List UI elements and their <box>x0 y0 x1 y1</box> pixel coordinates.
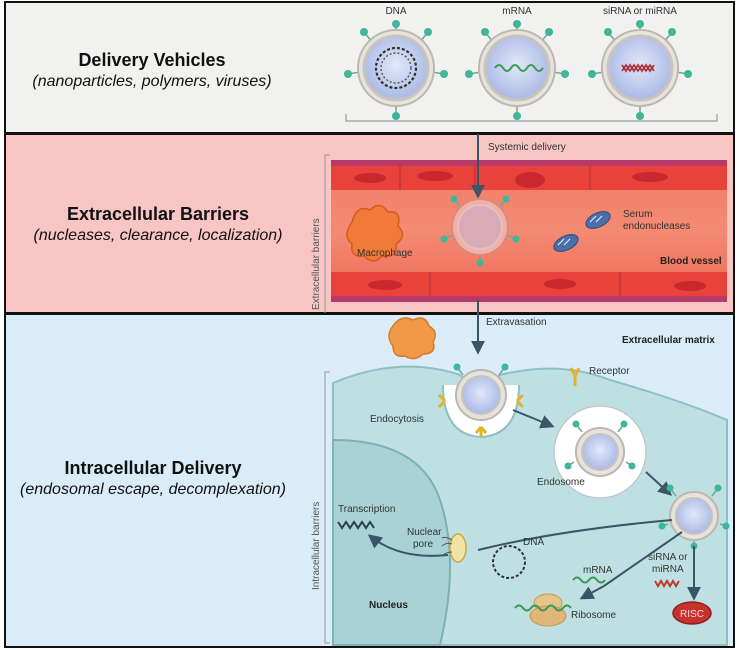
panel-title-delivery: Delivery Vehicles <box>78 50 225 70</box>
label-extracellular-matrix: Extracellular matrix <box>622 335 715 346</box>
label-receptor: Receptor <box>589 366 630 377</box>
label-intracellular-barriers: Intracellular barriers <box>311 502 322 590</box>
nanoparticle-endocytosis <box>437 363 525 439</box>
vehicle-label-sirna: siRNA or miRNA <box>603 6 677 17</box>
vehicle-label-dna: DNA <box>385 6 406 17</box>
sirna-icon <box>654 579 680 588</box>
panel-extracellular-barriers: Extracellular Barriers (nucleases, clear… <box>4 133 735 361</box>
endonuclease-icon <box>553 211 611 252</box>
arrow-endosomal-escape <box>645 471 673 496</box>
ribosome-icon <box>514 593 572 627</box>
panel-title-extracellular: Extracellular Barriers <box>67 204 249 224</box>
panel-delivery-vehicles: Delivery Vehicles (nanoparticles, polyme… <box>4 1 735 134</box>
nanoparticle-in-vessel <box>440 195 520 267</box>
arrow-to-nucleus <box>477 519 673 551</box>
transcription-icon <box>337 520 375 530</box>
label-nucleus: Nucleus <box>369 600 408 611</box>
macrophage-icon <box>346 204 404 262</box>
label-endocytosis: Endocytosis <box>370 414 424 425</box>
arrow-mrna <box>603 531 683 587</box>
nuclear-pore-icon <box>441 533 467 563</box>
endosome <box>553 405 647 499</box>
label-serum: Serum <box>623 209 652 220</box>
macrophage-icon-2 <box>388 317 436 360</box>
dna-icon <box>492 545 526 579</box>
panel-subtitle-extracellular: (nucleases, clearance, localization) <box>33 227 282 244</box>
nanoparticle-mrna <box>465 20 569 120</box>
label-risc: RISC <box>680 609 704 620</box>
mrna-icon <box>572 576 606 584</box>
label-mirna: miRNA <box>652 564 684 575</box>
arrow-transcription <box>367 534 449 557</box>
label-transcription: Transcription <box>338 504 395 515</box>
nucleus <box>332 438 451 646</box>
label-extravasation: Extravasation <box>486 317 547 328</box>
label-blood-vessel: Blood vessel <box>660 256 722 267</box>
nanoparticle-dna <box>344 20 448 120</box>
label-systemic-delivery: Systemic delivery <box>488 142 566 153</box>
nanoparticle-sirna <box>588 20 692 120</box>
label-dna: DNA <box>523 537 544 548</box>
vehicle-label-mrna: mRNA <box>502 6 532 17</box>
panel-title-intracellular: Intracellular Delivery <box>64 458 241 478</box>
label-endosome: Endosome <box>537 477 585 488</box>
label-pore: pore <box>413 539 433 550</box>
label-macrophage: Macrophage <box>357 248 413 259</box>
label-endonucleases: endonucleases <box>623 221 690 232</box>
panel-intracellular-delivery: Intracellular Delivery (endosomal escape… <box>4 300 735 648</box>
panel-subtitle-delivery: (nanoparticles, polymers, viruses) <box>32 73 271 90</box>
nanoparticle-escaped <box>658 484 730 550</box>
label-sirna: siRNA or <box>648 552 688 563</box>
risc-icon <box>672 601 712 625</box>
panel-subtitle-intracellular: (endosomal escape, decomplexation) <box>20 481 286 498</box>
label-ribosome: Ribosome <box>571 610 616 621</box>
label-nuclear: Nuclear <box>407 527 442 538</box>
label-mrna: mRNA <box>583 565 613 576</box>
arrow-to-endosome <box>512 409 555 429</box>
receptor-icon <box>569 367 581 386</box>
vehicles-bracket <box>345 114 718 122</box>
label-extracellular-barriers: Extracellular barriers <box>311 218 322 310</box>
